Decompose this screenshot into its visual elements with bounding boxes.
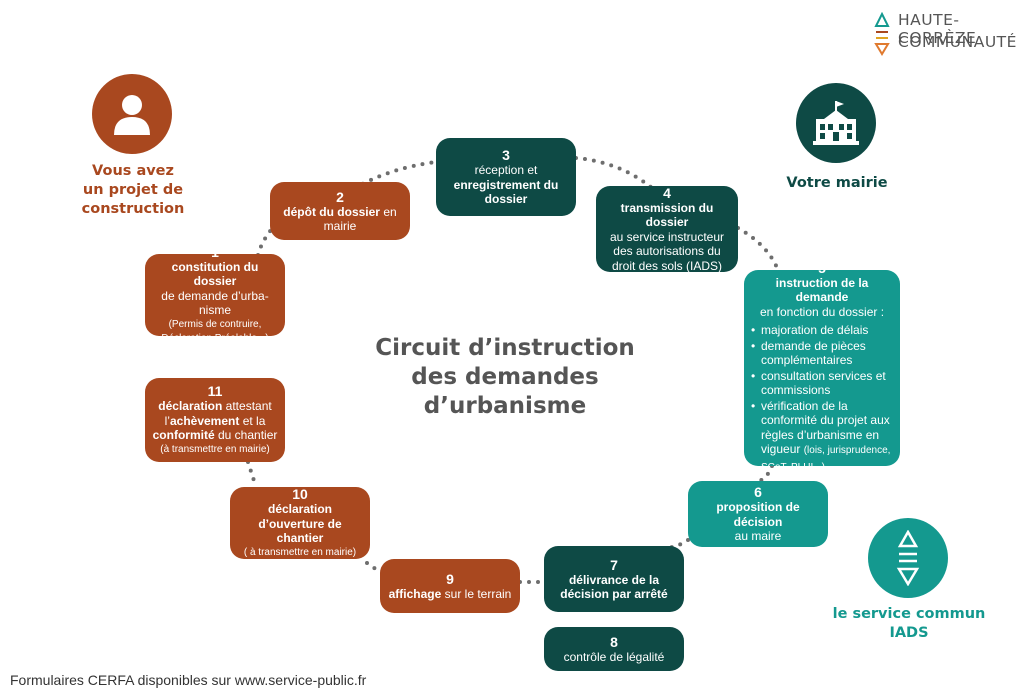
applicant-label-line: un projet de <box>82 182 184 198</box>
step-number: 2 <box>336 188 344 205</box>
footer-cerfa-note: Formulaires CERFA disponibles sur www.se… <box>10 672 367 688</box>
step-10-note: ( à transmettre en mairie) <box>243 546 357 558</box>
step-10-box: 10 déclaration d’ouverture de chantier (… <box>230 486 370 559</box>
applicant-label-line: Vous avez <box>92 163 174 179</box>
step-11-text-part: attestant l’ <box>164 399 272 428</box>
step-5-list-note: (lois, jurisprudence, SCoT, PLUI...) <box>761 445 891 473</box>
applicant-label: Vous avez un projet de construction <box>60 162 206 219</box>
step-11-text-part: du chantier <box>217 428 278 442</box>
iads-circle <box>868 518 948 598</box>
step-2-text: en mairie <box>323 204 397 234</box>
title-line: des demandes <box>411 364 599 390</box>
step-7-box: 7 délivrance de la décision par arrêté <box>544 546 684 612</box>
step-number: 10 <box>292 486 308 502</box>
logo-line-1: HAUTE-CORRÈZE <box>898 11 977 47</box>
step-5-list-item: majoration de délais <box>751 323 893 338</box>
person-icon <box>114 95 150 135</box>
mairie-label: Votre mairie <box>770 174 904 193</box>
step-number: 9 <box>446 570 454 587</box>
iads-label: le service commun IADS <box>826 605 992 643</box>
step-3-bold: enregistrement du dossier <box>453 177 559 207</box>
step-9-box: 9 affichage sur le terrain <box>380 559 520 613</box>
iads-label-line: IADS <box>889 625 929 641</box>
step-1-text: de demande d’urba-nisme <box>161 288 269 318</box>
step-11-bold: conformité <box>152 428 215 442</box>
step-4-box: 4 transmission du dossier au service ins… <box>596 184 738 273</box>
step-number: 7 <box>610 556 618 573</box>
step-6-bold: proposition de décision <box>716 500 800 529</box>
step-11-bold: déclaration <box>158 399 223 413</box>
step-4-text: au service instructeur des autorisations… <box>609 229 725 273</box>
step-2-box: 2 dépôt du dossier en mairie <box>270 182 410 240</box>
applicant-label-line: construction <box>81 201 185 217</box>
step-3-text: réception et <box>474 163 538 178</box>
step-number: 1 <box>211 243 219 260</box>
step-7-bold: délivrance de la décision par arrêté <box>560 572 668 602</box>
town-hall-icon <box>813 101 859 145</box>
step-6-text: au maire <box>734 529 782 544</box>
step-8-box: 8 contrôle de légalité <box>544 627 684 671</box>
step-5-bold: instruction de la demande <box>775 275 869 305</box>
step-3-box: 3 réception et enregistrement du dossier <box>436 138 576 216</box>
mairie-circle <box>796 83 876 163</box>
step-8-text: contrôle de légalité <box>563 649 665 664</box>
logo-mark-icon <box>874 12 890 56</box>
step-5-list-item: consultation services et commissions <box>751 369 893 398</box>
step-1-bold: constitution du dossier <box>171 259 259 289</box>
iads-service-icon <box>896 530 920 586</box>
step-9-text: sur le terrain <box>444 586 512 601</box>
step-1-note: (Permis de contruire, Déclaration Préala… <box>161 318 269 345</box>
step-11-bold: achèvement <box>169 413 240 428</box>
step-number: 3 <box>502 147 510 164</box>
applicant-circle <box>92 74 172 154</box>
logo-line-2: COMMUNAUTÉ <box>898 33 1017 51</box>
mairie-label-line: Votre mairie <box>786 175 888 191</box>
step-10-bold: déclaration d’ouverture de chantier <box>258 502 342 545</box>
step-2-bold: dépôt du dossier <box>283 204 380 219</box>
step-11-text: déclaration attestant l’achèvement et la… <box>151 399 279 443</box>
step-5-list-item: vérification de la conformité du projet … <box>751 399 893 476</box>
diagram-title: Circuit d’instruction des demandes d’urb… <box>360 334 650 421</box>
step-5-list-item: demande de pièces complémentaires <box>751 339 893 368</box>
step-5-box: 5 instruction de la demande en fonction … <box>744 260 900 473</box>
step-number: 5 <box>818 259 826 276</box>
step-number: 6 <box>754 484 762 501</box>
title-line: Circuit d’instruction <box>375 335 635 361</box>
step-6-box: 6 proposition de décision au maire <box>688 481 828 547</box>
title-line: d’urbanisme <box>423 393 587 419</box>
step-11-note: (à transmettre en mairie) <box>160 443 270 455</box>
step-number: 8 <box>610 633 618 650</box>
step-4-bold: transmission du dossier <box>620 200 714 230</box>
step-11-text-part: et la <box>242 413 266 428</box>
step-11-box: 11 déclaration attestant l’achèvement et… <box>145 378 285 462</box>
haute-correze-logo: HAUTE-CORRÈZE COMMUNAUTÉ <box>872 8 1022 58</box>
iads-label-line: le service commun <box>832 606 986 622</box>
step-number: 11 <box>207 383 223 399</box>
step-9-bold: affichage <box>388 586 442 601</box>
step-1-box: 1 constitution du dossier de demande d’u… <box>145 244 285 344</box>
step-5-list: majoration de délais demande de pièces c… <box>751 323 893 476</box>
step-number: 4 <box>663 184 671 201</box>
step-5-text: en fonction du dossier : <box>759 304 885 319</box>
step-5-list-item-text: vérification de la conformité du projet … <box>761 398 890 457</box>
